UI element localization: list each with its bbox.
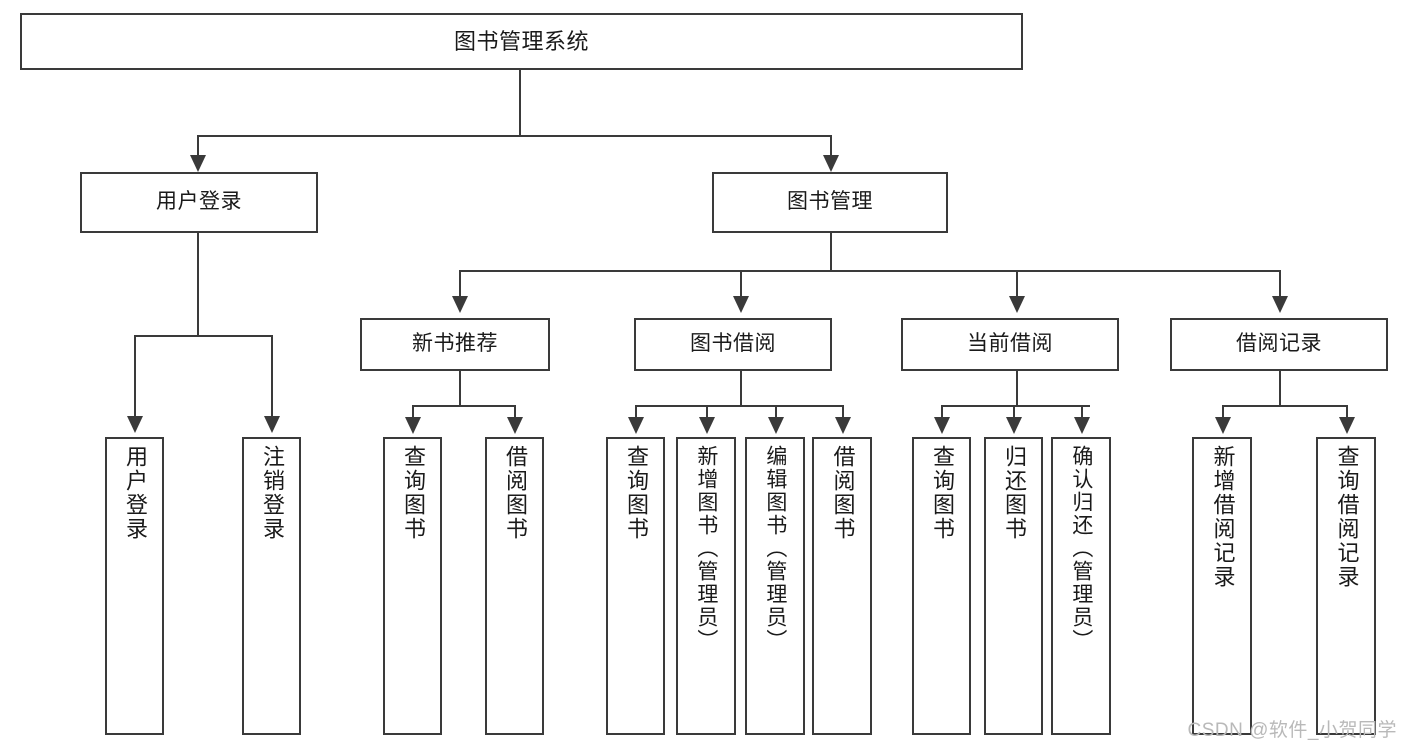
leaf-current-borrow-2[interactable]: 确认归还（管理员） xyxy=(1051,437,1111,735)
connector-current-borrow-bus xyxy=(941,405,1090,407)
arrow-cb-to-leaf-0 xyxy=(934,417,950,434)
connector-borrow-record-bus xyxy=(1222,405,1347,407)
arrow-cb-to-leaf-1 xyxy=(1006,417,1022,434)
arrow-user-login-to-leaf-1 xyxy=(264,416,280,433)
connector-user-login-stem xyxy=(197,233,199,335)
arrow-root-to-user-login xyxy=(190,155,206,172)
node-label: 查询图书 xyxy=(623,445,649,541)
connector-book-management-stem xyxy=(830,233,832,271)
arrow-br-to-leaf-1 xyxy=(1339,417,1355,434)
watermark-text: CSDN @软件_小贺同学 xyxy=(1187,720,1397,741)
node-label: 归还图书 xyxy=(1001,445,1027,541)
connector-root-to-book-management xyxy=(830,135,832,158)
node-label: 借阅图书 xyxy=(830,445,856,541)
leaf-new-book-0[interactable]: 查询图书 xyxy=(383,437,442,735)
connector-root-bus xyxy=(197,135,831,137)
connector-bb-to-leaf-1 xyxy=(706,405,708,419)
node-label: 查询图书 xyxy=(400,445,426,541)
node-book-management[interactable]: 图书管理 xyxy=(712,172,948,233)
arrow-nb-to-leaf-1 xyxy=(507,417,523,434)
arrow-bm-to-new-book xyxy=(452,296,468,313)
leaf-book-borrow-0[interactable]: 查询图书 xyxy=(606,437,665,735)
connector-bb-to-leaf-3 xyxy=(842,405,844,419)
arrow-root-to-book-management xyxy=(823,155,839,172)
node-label: 新书推荐 xyxy=(412,332,498,356)
arrow-bb-to-leaf-1 xyxy=(699,417,715,434)
node-label: 用户登录 xyxy=(122,445,148,541)
node-label: 编辑图书（管理员） xyxy=(763,445,787,652)
connector-new-book-stem xyxy=(459,371,461,406)
connector-nb-to-leaf-1 xyxy=(514,405,516,419)
arrow-bb-to-leaf-3 xyxy=(835,417,851,434)
node-label: 借阅记录 xyxy=(1236,332,1322,356)
arrow-cb-to-leaf-2 xyxy=(1074,417,1090,434)
connector-br-to-leaf-0 xyxy=(1222,405,1224,419)
node-root-book-management-system[interactable]: 图书管理系统 xyxy=(20,13,1023,70)
node-label: 查询借阅记录 xyxy=(1334,445,1360,589)
node-label: 用户登录 xyxy=(156,190,242,214)
node-current-borrow[interactable]: 当前借阅 xyxy=(901,318,1119,371)
node-label: 确认归还（管理员） xyxy=(1069,445,1093,652)
connector-cb-to-leaf-2 xyxy=(1081,405,1083,419)
node-book-borrow[interactable]: 图书借阅 xyxy=(634,318,832,371)
node-new-book-recommend[interactable]: 新书推荐 xyxy=(360,318,550,371)
connector-nb-to-leaf-0 xyxy=(412,405,414,419)
arrow-bb-to-leaf-0 xyxy=(628,417,644,434)
connector-bm-to-book-borrow xyxy=(740,270,742,298)
node-user-login[interactable]: 用户登录 xyxy=(80,172,318,233)
leaf-borrow-record-0[interactable]: 新增借阅记录 xyxy=(1192,437,1252,735)
connector-root-stem xyxy=(519,70,521,135)
connector-user-login-to-leaf-1 xyxy=(271,335,273,418)
connector-user-login-to-leaf-0 xyxy=(134,335,136,418)
arrow-bm-to-book-borrow xyxy=(733,296,749,313)
leaf-borrow-record-1[interactable]: 查询借阅记录 xyxy=(1316,437,1376,735)
leaf-user-login-1[interactable]: 注销登录 xyxy=(242,437,301,735)
connector-user-login-bus xyxy=(134,335,273,337)
node-label: 图书借阅 xyxy=(690,332,776,356)
node-label: 当前借阅 xyxy=(967,332,1053,356)
node-label: 图书管理 xyxy=(787,190,873,214)
connector-bm-to-current-borrow xyxy=(1016,270,1018,298)
connector-borrow-record-stem xyxy=(1279,371,1281,406)
connector-cb-to-leaf-1 xyxy=(1013,405,1015,419)
connector-root-to-user-login xyxy=(197,135,199,158)
connector-bb-to-leaf-2 xyxy=(775,405,777,419)
arrow-nb-to-leaf-0 xyxy=(405,417,421,434)
leaf-new-book-1[interactable]: 借阅图书 xyxy=(485,437,544,735)
node-label: 查询图书 xyxy=(929,445,955,541)
connector-bb-to-leaf-0 xyxy=(635,405,637,419)
connector-cb-to-leaf-0 xyxy=(941,405,943,419)
connector-book-borrow-stem xyxy=(740,371,742,406)
node-label: 新增图书（管理员） xyxy=(694,445,718,652)
node-label: 图书管理系统 xyxy=(453,28,589,54)
connector-current-borrow-stem xyxy=(1016,371,1018,406)
node-label: 新增借阅记录 xyxy=(1210,445,1236,589)
connector-book-borrow-bus xyxy=(635,405,843,407)
arrow-br-to-leaf-0 xyxy=(1215,417,1231,434)
leaf-book-borrow-1[interactable]: 新增图书（管理员） xyxy=(676,437,736,735)
node-borrow-record[interactable]: 借阅记录 xyxy=(1170,318,1388,371)
connector-book-management-bus xyxy=(459,270,1279,272)
leaf-current-borrow-0[interactable]: 查询图书 xyxy=(912,437,971,735)
connector-bm-to-new-book xyxy=(459,270,461,298)
arrow-bm-to-current-borrow xyxy=(1009,296,1025,313)
leaf-user-login-0[interactable]: 用户登录 xyxy=(105,437,164,735)
arrow-bm-to-borrow-record xyxy=(1272,296,1288,313)
node-label: 借阅图书 xyxy=(502,445,528,541)
leaf-current-borrow-1[interactable]: 归还图书 xyxy=(984,437,1043,735)
connector-new-book-bus xyxy=(412,405,516,407)
leaf-book-borrow-2[interactable]: 编辑图书（管理员） xyxy=(745,437,805,735)
connector-bm-to-borrow-record xyxy=(1279,270,1281,298)
node-label: 注销登录 xyxy=(259,445,285,541)
arrow-bb-to-leaf-2 xyxy=(768,417,784,434)
connector-br-to-leaf-1 xyxy=(1346,405,1348,419)
leaf-book-borrow-3[interactable]: 借阅图书 xyxy=(812,437,872,735)
arrow-user-login-to-leaf-0 xyxy=(127,416,143,433)
